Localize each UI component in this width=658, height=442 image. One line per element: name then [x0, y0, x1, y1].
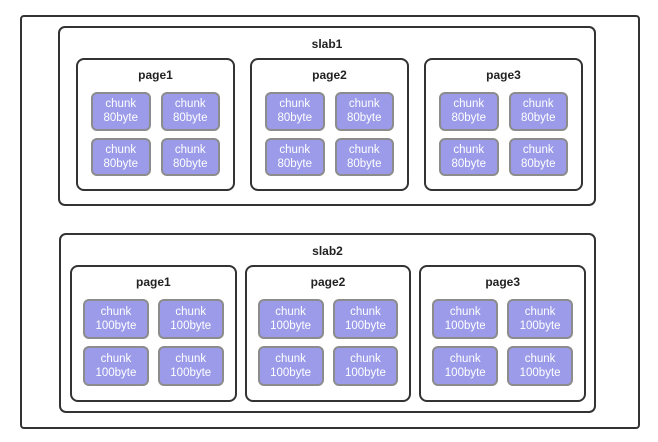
chunk-label-line2: 80byte [520, 157, 556, 170]
page-box-page3: page3 chunk 100byte chunk 100byte chunk 100byt… [419, 265, 587, 402]
chunk-label-line2: 100byte [344, 367, 386, 379]
chunk-label-line2: 100byte [444, 320, 486, 332]
chunk-label-line2: 100byte [344, 320, 386, 332]
slab-title: slab1 [311, 37, 343, 51]
slab-box-slab2: slab2 page1 chunk 100byte chunk 100byte chunk 1… [59, 233, 596, 413]
page-box-page1: page1 chunk 100byte chunk 100byte chunk 100byt… [70, 265, 237, 402]
chunk-box: chunk 100byte [157, 346, 224, 386]
chunk-label-line2: 80byte [103, 157, 139, 170]
chunk-label-line1: chunk [348, 143, 380, 156]
chunk-box: chunk 100byte [257, 299, 324, 339]
page-title: page1 [135, 275, 171, 289]
chunk-label-line1: chunk [174, 98, 206, 111]
chunk-label-line1: chunk [524, 353, 556, 365]
chunk-label-line2: 80byte [520, 112, 556, 125]
chunk-label-line1: chunk [275, 306, 306, 318]
chunk-box: chunk 100byte [332, 346, 399, 386]
chunk-label-line1: chunk [449, 306, 481, 318]
chunk-label-line1: chunk [175, 306, 207, 318]
chunk-box: chunk 100byte [332, 299, 399, 339]
chunk-label-line2: 80byte [346, 112, 382, 125]
chunk-label-line1: chunk [279, 143, 311, 156]
page-box-page2: page2 chunk 100byte chunk 100byte chunk 100byt… [244, 265, 412, 402]
chunk-label-line2: 80byte [103, 112, 139, 125]
chunk-label-line2: 80byte [172, 112, 208, 125]
chunk-label-line1: chunk [453, 98, 485, 111]
chunk-label-line2: 100byte [95, 367, 137, 379]
chunk-label-line1: chunk [350, 353, 381, 365]
chunk-label-line2: 100byte [170, 320, 212, 332]
chunk-label-line1: chunk [175, 353, 207, 365]
chunk-label-line2: 100byte [444, 367, 486, 379]
chunk-label-line2: 100byte [95, 320, 137, 332]
page-title: page3 [485, 275, 521, 289]
chunk-label-line2: 100byte [170, 367, 212, 379]
chunk-label-line2: 80byte [346, 157, 382, 170]
chunk-box: chunk 100byte [257, 346, 324, 386]
chunk-box: chunk 100byte [157, 299, 224, 339]
chunk-label-line1: chunk [275, 353, 306, 365]
chunk-label-line1: chunk [350, 306, 381, 318]
chunk-label-line2: 80byte [451, 157, 487, 170]
chunk-label-line1: chunk [522, 143, 554, 156]
chunk-label-line2: 80byte [172, 157, 208, 170]
chunk-label-line2: 100byte [519, 320, 561, 332]
chunk-label-line1: chunk [105, 98, 137, 111]
chunk-label-line2: 80byte [277, 112, 313, 125]
chunk-label-line1: chunk [174, 143, 206, 156]
chunk-label-line1: chunk [279, 98, 311, 111]
chunk-label-line1: chunk [100, 353, 132, 365]
chunk-label-line2: 80byte [451, 112, 487, 125]
chunk-label-line2: 100byte [270, 320, 312, 332]
chunk-box: chunk 100byte [83, 299, 149, 339]
chunk-label-line2: 100byte [270, 367, 312, 379]
slab-title: slab2 [312, 244, 343, 258]
chunk-box: chunk 100byte [432, 346, 499, 386]
page-title: page3 [486, 68, 521, 82]
chunk-box: chunk 100byte [507, 299, 574, 339]
chunk-label-line2: 80byte [277, 157, 313, 170]
chunk-label-line1: chunk [348, 98, 380, 111]
chunk-label-line1: chunk [453, 143, 485, 156]
chunk-box: chunk 100byte [507, 346, 574, 386]
chunk-label-line2: 100byte [519, 367, 561, 379]
pages-row: page1 chunk 100byte chunk 100byte chunk 100byt… [61, 265, 594, 411]
page-title: page1 [138, 68, 173, 82]
chunk-box: chunk 100byte [83, 346, 149, 386]
chunk-label-line1: chunk [105, 143, 137, 156]
chunk-label-line1: chunk [100, 306, 132, 318]
chunk-label-line1: chunk [522, 98, 554, 111]
page-title: page2 [312, 68, 347, 82]
chunk-label-line1: chunk [524, 306, 556, 318]
chunk-label-line1: chunk [449, 353, 481, 365]
chunk-box: chunk 100byte [432, 299, 499, 339]
page-title: page2 [310, 275, 346, 289]
